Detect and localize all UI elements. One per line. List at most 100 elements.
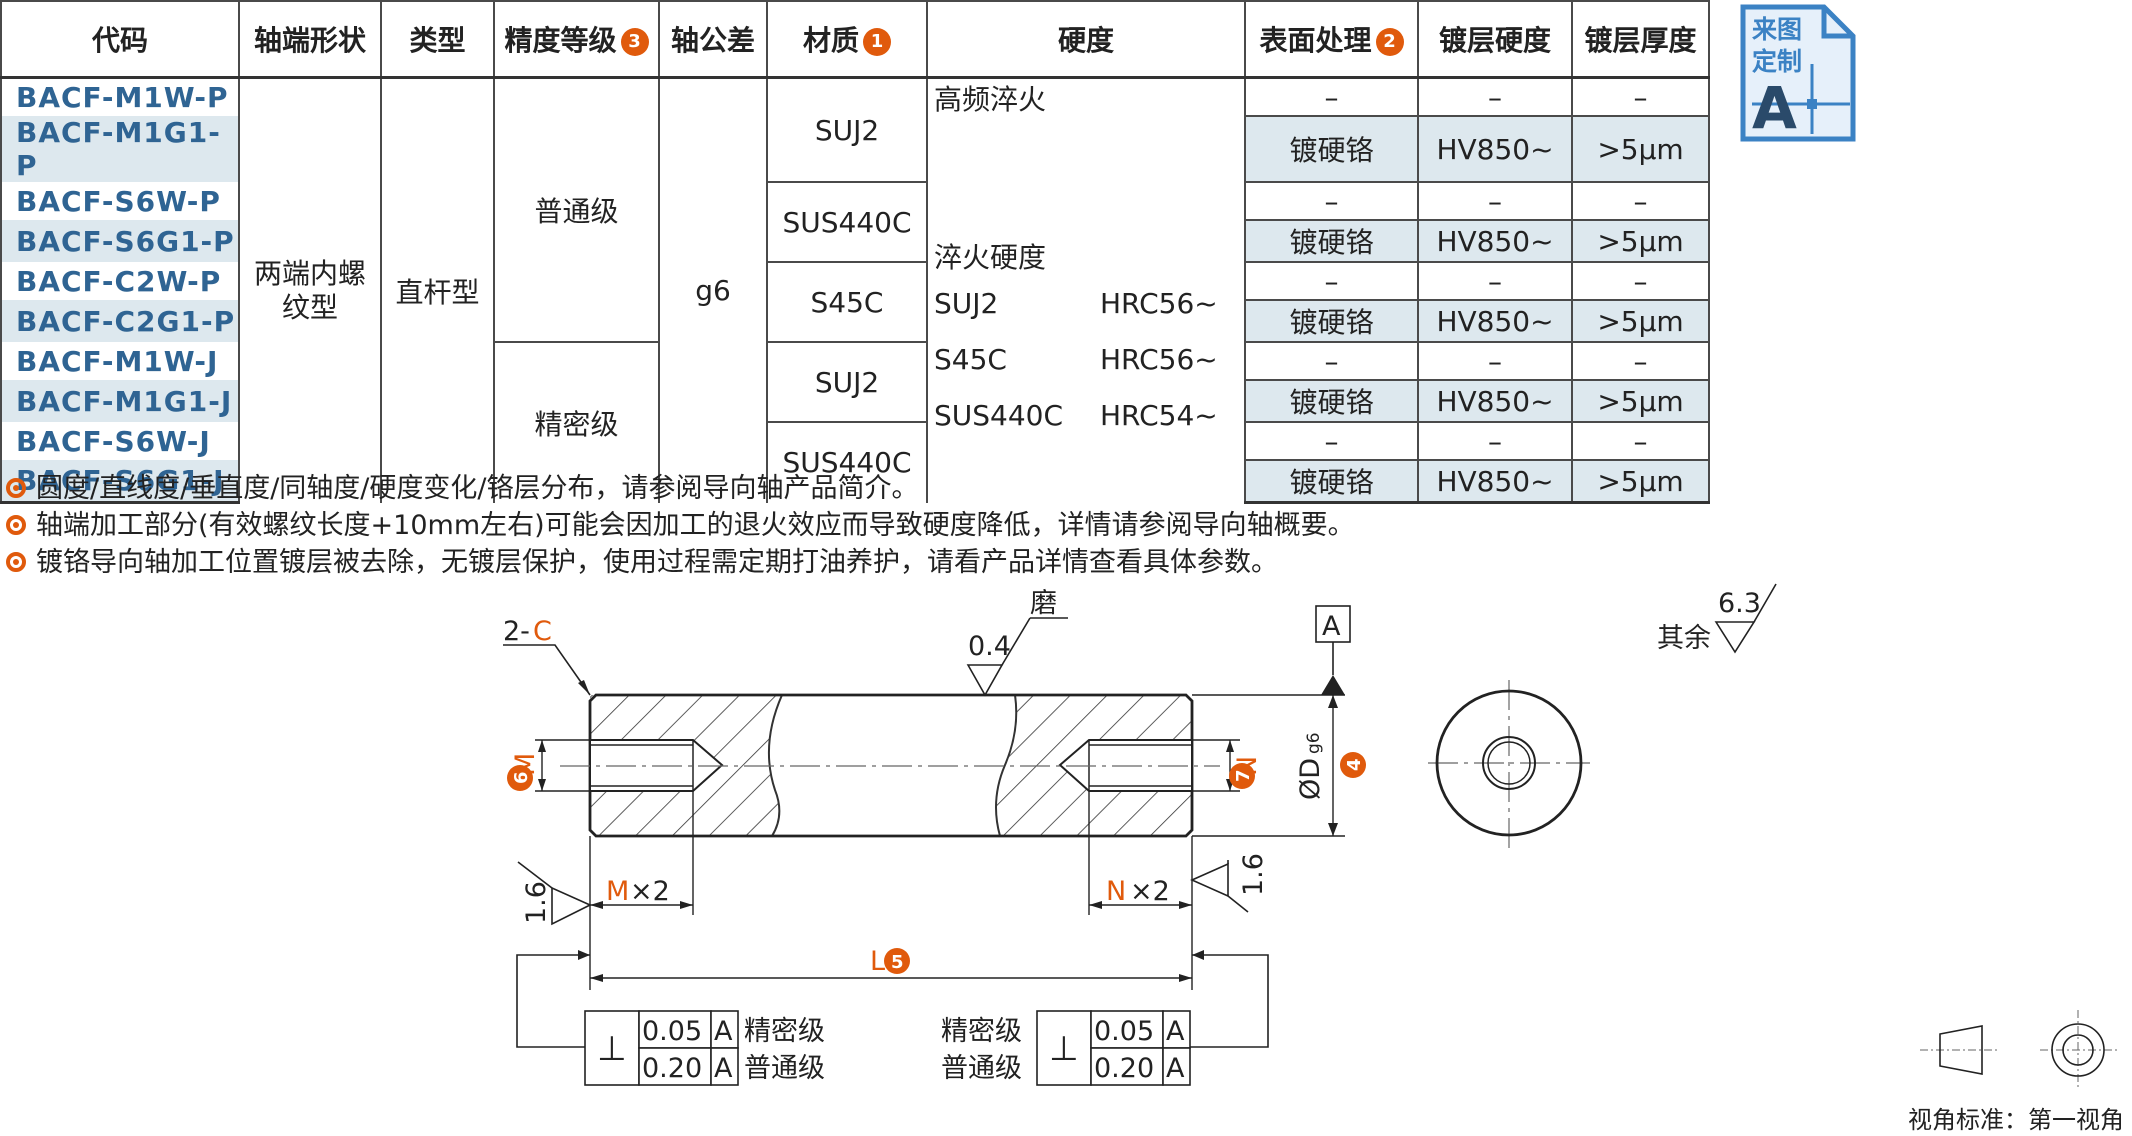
length-label: L [870,946,885,977]
plating-hardness-cell: HV850~ [1417,219,1573,262]
nx2-times: ×2 [1130,876,1170,907]
header-material-label: 材质 [802,24,859,57]
tol-fine-datum: A [1166,1016,1185,1047]
plating-hardness-cell: HV850~ [1417,379,1573,422]
table-row: BACF-M1G1-J 镀硬铬 HV850~ >5μm [0,379,1710,422]
surface-cell: – [1244,181,1419,220]
plating-hardness-cell: – [1417,261,1573,300]
code-cell: BACF-M1W-J [0,342,240,380]
plating-thickness-cell: >5μm [1571,459,1710,504]
tol-fine-value: 0.05 [642,1016,702,1047]
header-surface-label: 表面处理 [1259,24,1372,57]
plating-thickness-cell: >5μm [1571,379,1710,422]
surface-cell: – [1244,421,1419,460]
plating-thickness-cell: – [1571,76,1710,116]
m-badge: 6 [511,771,532,784]
end-shape-text: 两端内螺 纹型 [253,256,366,324]
table-row: BACF-S6G1-P 镀硬铬 HV850~ >5μm [0,219,1710,262]
end-roughness-left: 1.6 [517,861,592,926]
grind-roughness: 0.4 磨 [966,588,1068,697]
plating-thickness-cell: >5μm [1571,115,1710,182]
material-cell: SUS440C [766,181,928,262]
plating-hardness-cell: – [1417,341,1573,380]
header-hardness: 硬度 [926,0,1246,79]
plating-hardness-cell: – [1417,421,1573,460]
note-2: 轴端加工部分(有效螺纹长度+10mm左右)可能会因加工的退火效应而导致硬度降低，… [6,503,1355,542]
code-cell: BACF-S6W-P [0,182,240,220]
code-cell: BACF-M1G1-J [0,380,240,422]
fine-grade-label: 精密级 [941,1016,1022,1047]
nx2-n: N [1106,876,1126,907]
hardness-val: HRC56~ [1100,343,1218,376]
chamfer-callout: 2- C [503,616,591,696]
mx2-m: M [606,876,629,907]
view-standard: 视角标准：第一视角 [1908,1106,2124,1134]
perpendicular-icon: ⊥ [1049,1029,1079,1069]
note-1: 圆度/直线度/垂直度/同轴度/硬度变化/铬层分布，请参阅导向轴产品简介。 [6,466,918,505]
table-row: BACF-M1W-J 精密级 SUJ2 – – – [0,341,1710,503]
material-cell: SUS440C [766,421,928,503]
plating-thickness-cell: >5μm [1571,219,1710,262]
hardness-quench-label: 淬火硬度 [934,241,1047,274]
perpendicular-icon: ⊥ [597,1029,627,1069]
header-end-shape: 轴端形状 [238,0,382,79]
plating-thickness-cell: – [1571,261,1710,300]
code-cell: BACF-S6W-J [0,422,240,460]
first-angle-projection-icon [1920,1010,2118,1090]
surface-cell: – [1244,341,1419,380]
hardness-val: HRC56~ [1100,287,1218,320]
n-badge-circle [1229,763,1255,789]
plating-thickness-cell: – [1571,341,1710,380]
plating-hardness-cell: HV850~ [1417,115,1573,182]
material-cell: SUJ2 [766,77,928,182]
code-cell: BACF-S6G1-J [0,460,240,504]
perpendicularity-left: ⊥ 0.05 0.20 A A 精密级 普通级 [516,950,825,1086]
surface-cell: 镀硬铬 [1244,115,1419,182]
code-cell: BACF-C2W-P [0,262,240,300]
diameter-badge-circle [1340,752,1366,778]
surface-cell: 镀硬铬 [1244,459,1419,504]
note-text: 镀铬导向轴加工位置镀层被去除，无镀层保护，使用过程需定期打油养护，请看产品详情查… [36,547,1278,578]
diameter-dimension: ØD g6 4 [1192,694,1366,837]
chamfer-prefix: 2- [503,616,530,647]
m-badge-circle [507,765,533,791]
table-row: BACF-C2W-P S45C – – – [0,261,1710,342]
grind-value: 0.4 [968,631,1011,662]
tolerance-cell: g6 [658,77,768,503]
grind-label: 磨 [1030,588,1057,619]
hardness-highfreq-cell: 高频淬火 [926,77,1246,182]
precision-badge: 3 [620,28,649,56]
note-3: 镀铬导向轴加工位置镀层被去除，无镀层保护，使用过程需定期打油养护，请看产品详情查… [6,540,1278,579]
other-value: 6.3 [1718,588,1761,619]
plating-thickness-cell: – [1571,181,1710,220]
code-cell: BACF-M1G1-P [0,116,240,182]
plating-thickness-cell: >5μm [1571,299,1710,342]
bullet-icon [6,477,26,498]
header-tolerance: 轴公差 [658,0,768,79]
code-cell: BACF-C2G1-P [0,300,240,342]
custom-badge-line2: 定制 [1752,47,1802,76]
other-label: 其余 [1657,623,1711,654]
tol-normal-value: 0.20 [642,1053,702,1084]
other-roughness: 其余 6.3 [1657,583,1777,654]
hardness-val: HRC54~ [1100,399,1218,432]
end-roughness-right: 1.6 [1190,853,1269,913]
diameter-label: ØD [1295,758,1326,800]
technical-drawing: 2- C 0.4 磨 A ØD g6 4 M 6 [503,583,2118,1090]
header-precision-label: 精度等级 [504,24,617,57]
length-dimension: L 5 [590,946,1192,982]
mx2-times: ×2 [630,876,670,907]
plating-hardness-cell: HV850~ [1417,299,1573,342]
tol-normal-value: 0.20 [1094,1053,1154,1084]
datum-a-label: A [1322,611,1341,642]
hardness-mat: SUS440C [934,399,1064,432]
shaft-body [560,693,1220,838]
chamfer-c: C [533,616,552,647]
